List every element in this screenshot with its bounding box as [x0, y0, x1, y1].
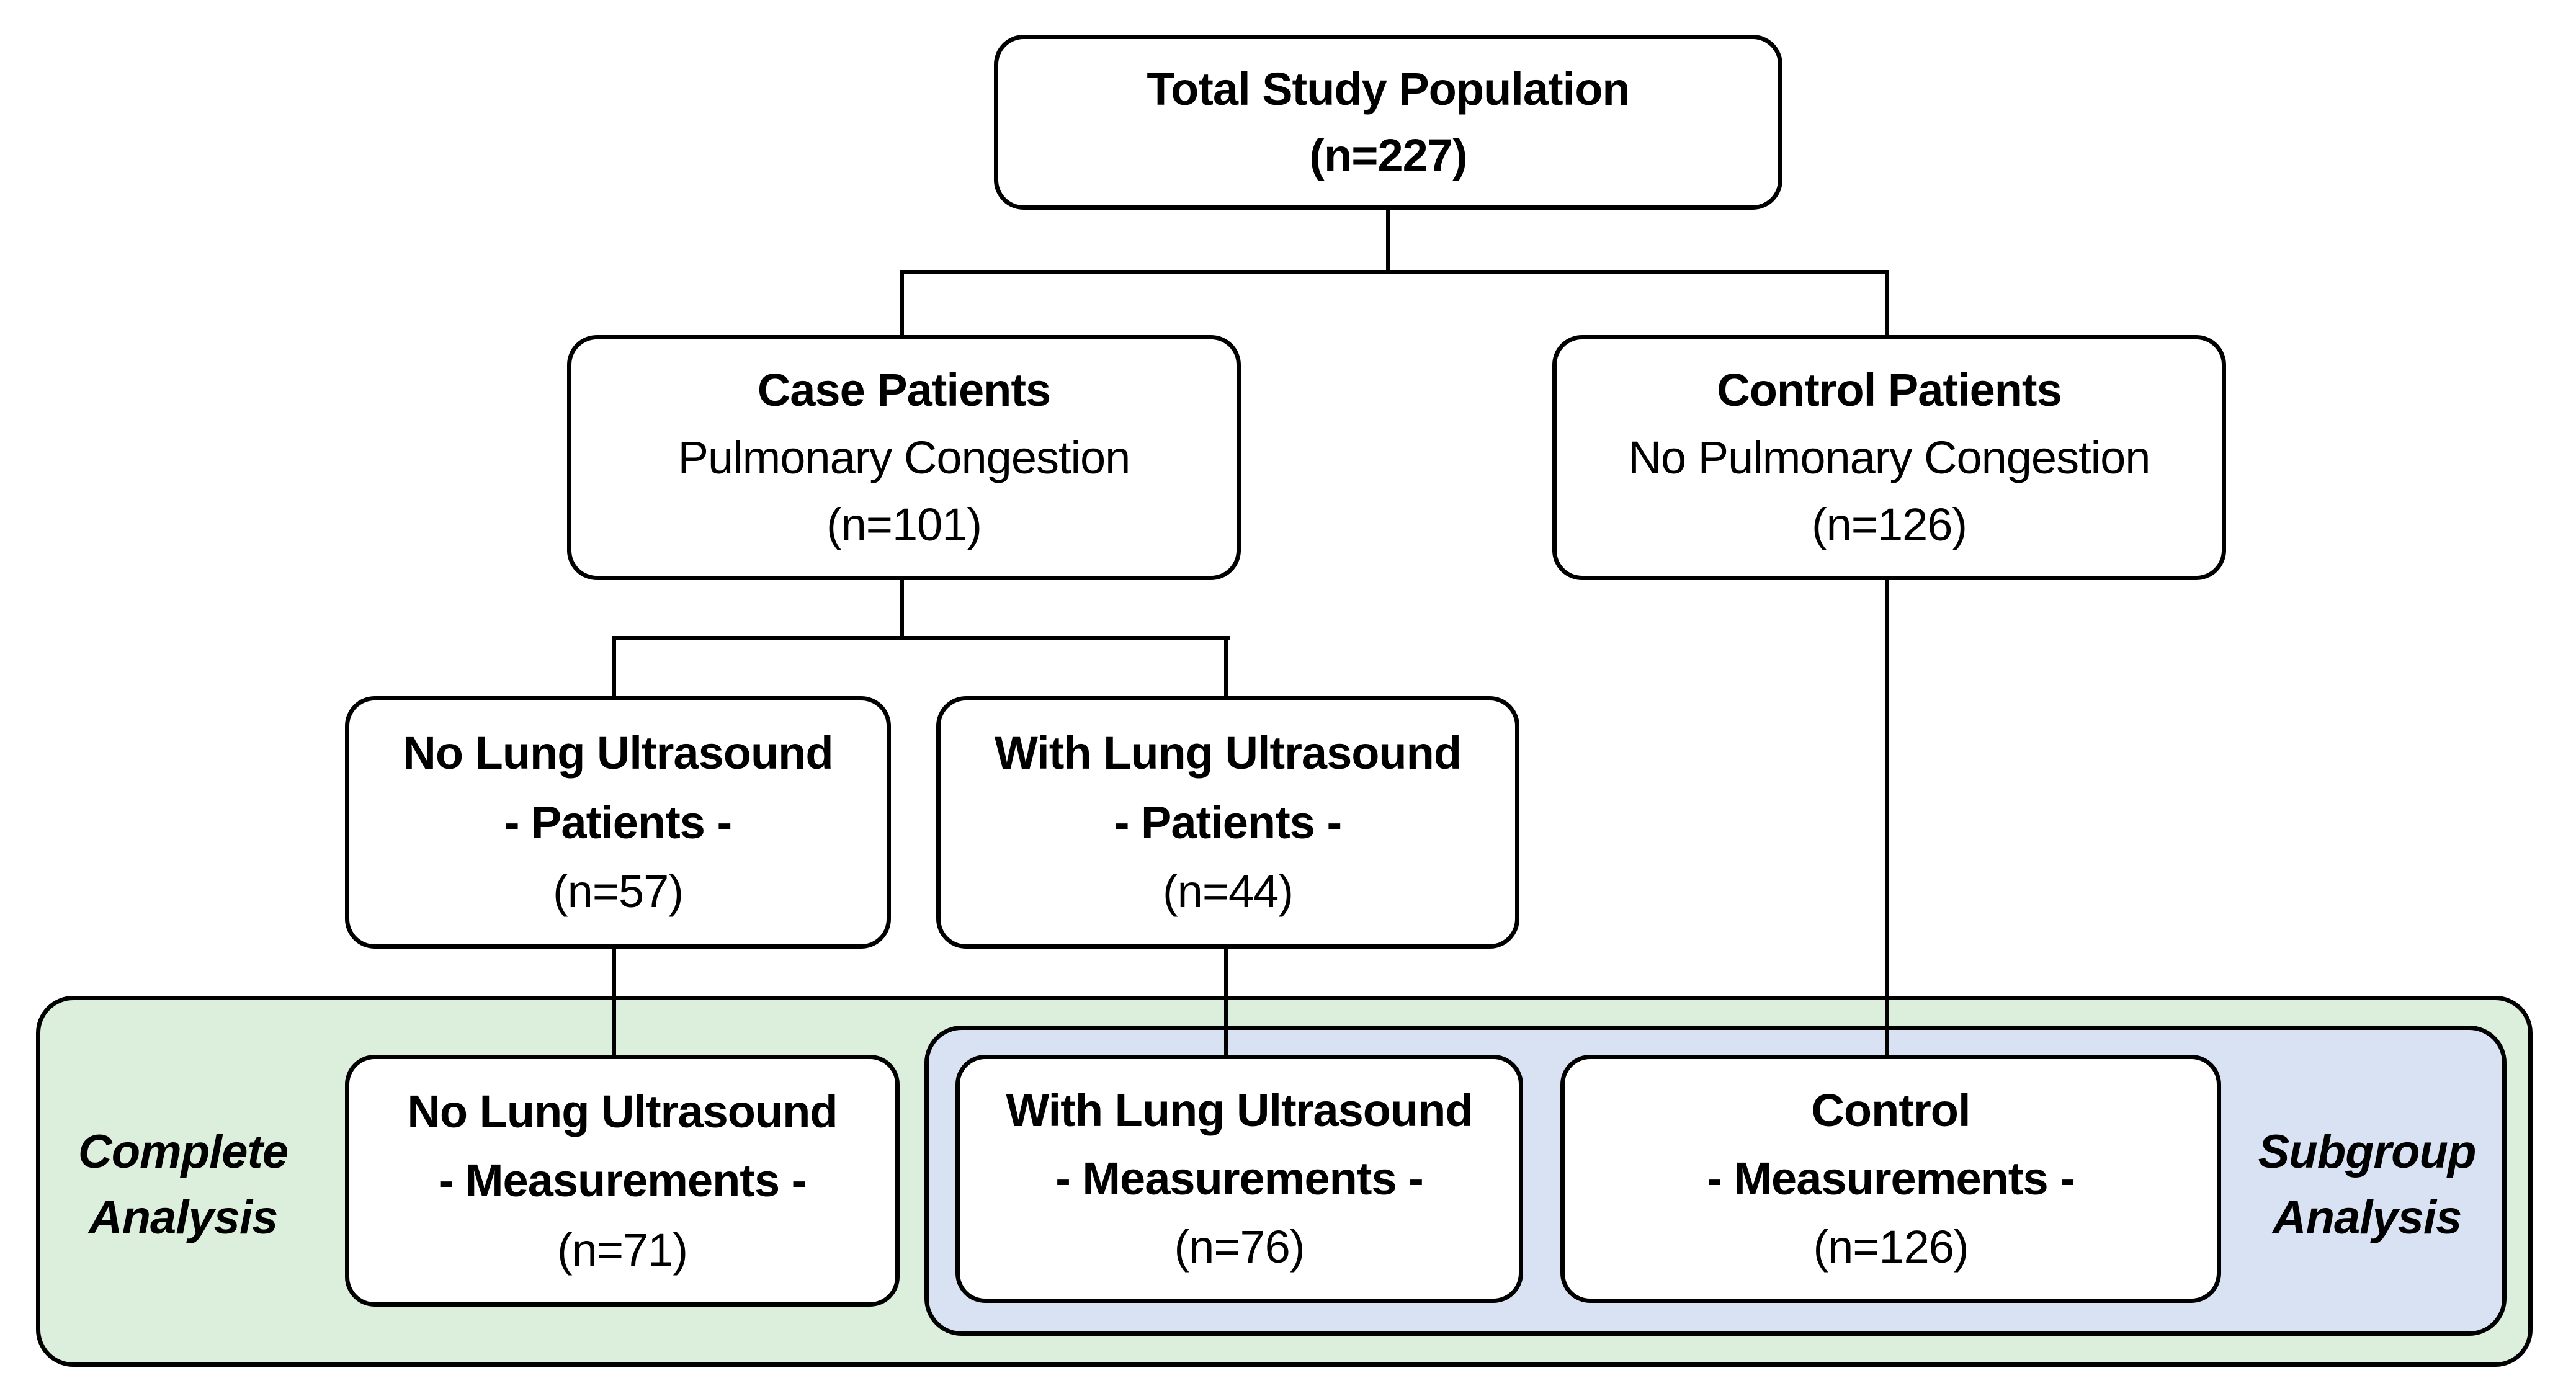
- box-subtitle: Pulmonary Congestion: [678, 431, 1131, 483]
- box-count: (n=71): [557, 1224, 688, 1276]
- connector-to-case-line: [900, 272, 904, 337]
- box-title: No Lung Ultrasound: [407, 1085, 838, 1137]
- box-subtitle: - Patients -: [504, 796, 732, 848]
- connector-total-down-line: [1386, 210, 1390, 274]
- box-title: With Lung Ultrasound: [994, 727, 1462, 779]
- connector-to-with-lus-measurements-line: [1224, 947, 1228, 1057]
- box-count: (n=126): [1811, 499, 1967, 551]
- box-title: Control: [1811, 1085, 1970, 1137]
- connector-to-no-lus-patients-line: [612, 638, 616, 698]
- box-count: (n=126): [1813, 1221, 1969, 1273]
- case-patients-box: Case Patients Pulmonary Congestion (n=10…: [567, 335, 1241, 580]
- connector-case-down-line: [900, 579, 904, 640]
- box-count: (n=44): [1163, 866, 1294, 918]
- subgroup-analysis-label: Subgroup Analysis: [2258, 1125, 2477, 1244]
- box-subtitle: No Pulmonary Congestion: [1628, 431, 2151, 483]
- box-count: (n=227): [1309, 129, 1467, 181]
- control-measurements-box: Control - Measurements - (n=126): [1560, 1055, 2221, 1303]
- connector-to-control-measurements-line: [1885, 579, 1889, 1057]
- box-subtitle: - Measurements -: [438, 1155, 807, 1207]
- connector-to-with-lus-patients-line: [1224, 638, 1228, 698]
- with-lung-ultrasound-measurements-box: With Lung Ultrasound - Measurements - (n…: [955, 1055, 1523, 1303]
- box-title: Case Patients: [757, 364, 1051, 416]
- with-lung-ultrasound-patients-box: With Lung Ultrasound - Patients - (n=44): [936, 696, 1519, 949]
- no-lung-ultrasound-patients-box: No Lung Ultrasound - Patients - (n=57): [345, 696, 891, 949]
- connector-to-control-line: [1885, 272, 1889, 337]
- box-subtitle: - Patients -: [1114, 796, 1342, 848]
- connector-to-no-lus-measurements-line: [612, 947, 616, 1057]
- control-patients-box: Control Patients No Pulmonary Congestion…: [1552, 335, 2226, 580]
- box-count: (n=76): [1174, 1221, 1305, 1273]
- box-title: No Lung Ultrasound: [403, 727, 833, 779]
- box-title: Total Study Population: [1147, 63, 1630, 115]
- no-lung-ultrasound-measurements-box: No Lung Ultrasound - Measurements - (n=7…: [345, 1055, 900, 1307]
- box-count: (n=101): [826, 499, 982, 551]
- box-title: Control Patients: [1717, 364, 2062, 416]
- box-subtitle: - Measurements -: [1055, 1153, 1424, 1205]
- complete-analysis-label: Complete Analysis: [78, 1125, 288, 1244]
- connector-row1-horizontal-line: [900, 270, 1889, 274]
- total-study-population-box: Total Study Population (n=227): [994, 35, 1782, 210]
- box-subtitle: - Measurements -: [1707, 1153, 2075, 1205]
- connector-row2-horizontal-line: [612, 636, 1230, 640]
- box-count: (n=57): [553, 866, 684, 918]
- box-title: With Lung Ultrasound: [1006, 1085, 1473, 1137]
